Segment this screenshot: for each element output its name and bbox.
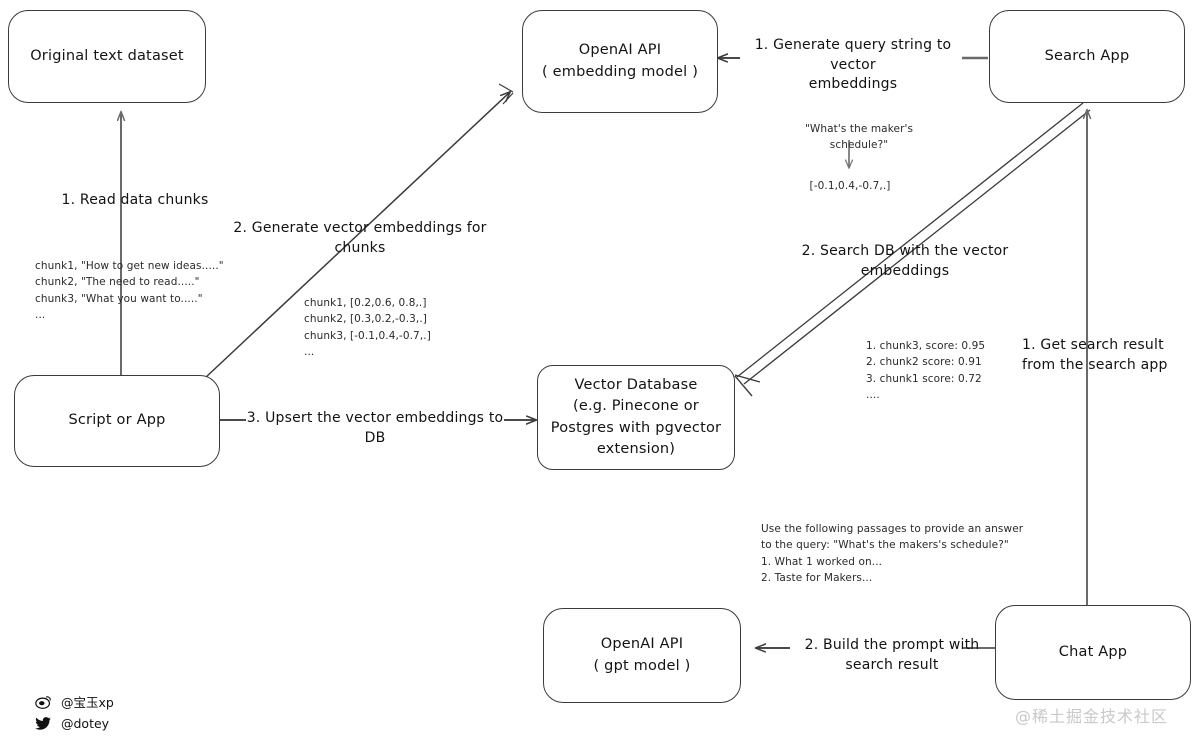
edge-label-build-prompt: 2. Build the prompt with search result [804,637,980,673]
edge-label-search-db: 2. Search DB with the vector embeddings [801,243,1009,279]
node-chat-app[interactable]: Chat App [995,605,1191,700]
node-label-line-2: ( gpt model ) [593,657,691,674]
note-query-text: "What's the maker's schedule?" [804,123,914,152]
edge-label-upsert-embeddings: 3. Upsert the vector embeddings to DB [246,410,504,446]
twitter-icon [35,715,52,732]
node-label-line-2: ( embedding model ) [541,63,699,80]
signature-twitter[interactable]: @dotey [35,715,109,732]
note-source-chunks: chunk1, "How to get new ideas....." chun… [35,260,224,321]
note-search-scores: 1. chunk3, score: 0.95 2. chunk2 score: … [866,340,986,401]
edge-label-generate-vector-embeddings: 2. Generate vector embeddings for chunks [233,220,487,256]
node-label: Script or App [68,412,166,429]
node-label-line-1: Vector Database [574,377,698,394]
node-label: Original text dataset [30,47,184,64]
node-label-line-1: OpenAI API [578,42,662,59]
node-label-line-3: Postgres with pgvector [550,419,722,436]
node-openai-api-gpt[interactable]: OpenAI API ( gpt model ) [543,608,741,703]
node-label-line-2: (e.g. Pinecone or [573,398,699,415]
node-original-text-dataset[interactable]: Original text dataset [8,10,206,103]
weibo-icon [35,693,52,710]
node-label-line-1: OpenAI API [600,636,684,653]
signature-weibo[interactable]: @宝玉xp [35,692,114,711]
edge-label-read-data-chunks: 1. Read data chunks [61,192,209,208]
node-label: Search App [1044,47,1130,64]
node-search-app[interactable]: Search App [989,10,1185,103]
node-label: Chat App [1058,643,1128,660]
note-chunk-embeddings: chunk1, [0.2,0.6, 0.8,.] chunk2, [0.3,0.… [304,297,431,358]
node-label-line-4: extension) [596,440,676,457]
node-openai-api-embedding[interactable]: OpenAI API ( embedding model ) [522,10,718,113]
weibo-handle: @宝玉xp [61,695,114,710]
watermark: @稀土掘金技术社区 [1015,707,1169,726]
twitter-handle: @dotey [61,716,110,731]
edge-label-generate-query-string: 1. Generate query string to vector embed… [754,37,952,93]
node-vector-database[interactable]: Vector Database (e.g. Pinecone or Postgr… [537,365,735,470]
note-query-embedding: [-0.1,0.4,-0.7,.] [809,180,891,192]
node-script-or-app[interactable]: Script or App [14,375,220,467]
edge-label-get-search-result: 1. Get search result from the search app [1022,337,1168,373]
note-prompt-text: Use the following passages to provide an… [761,523,1024,584]
